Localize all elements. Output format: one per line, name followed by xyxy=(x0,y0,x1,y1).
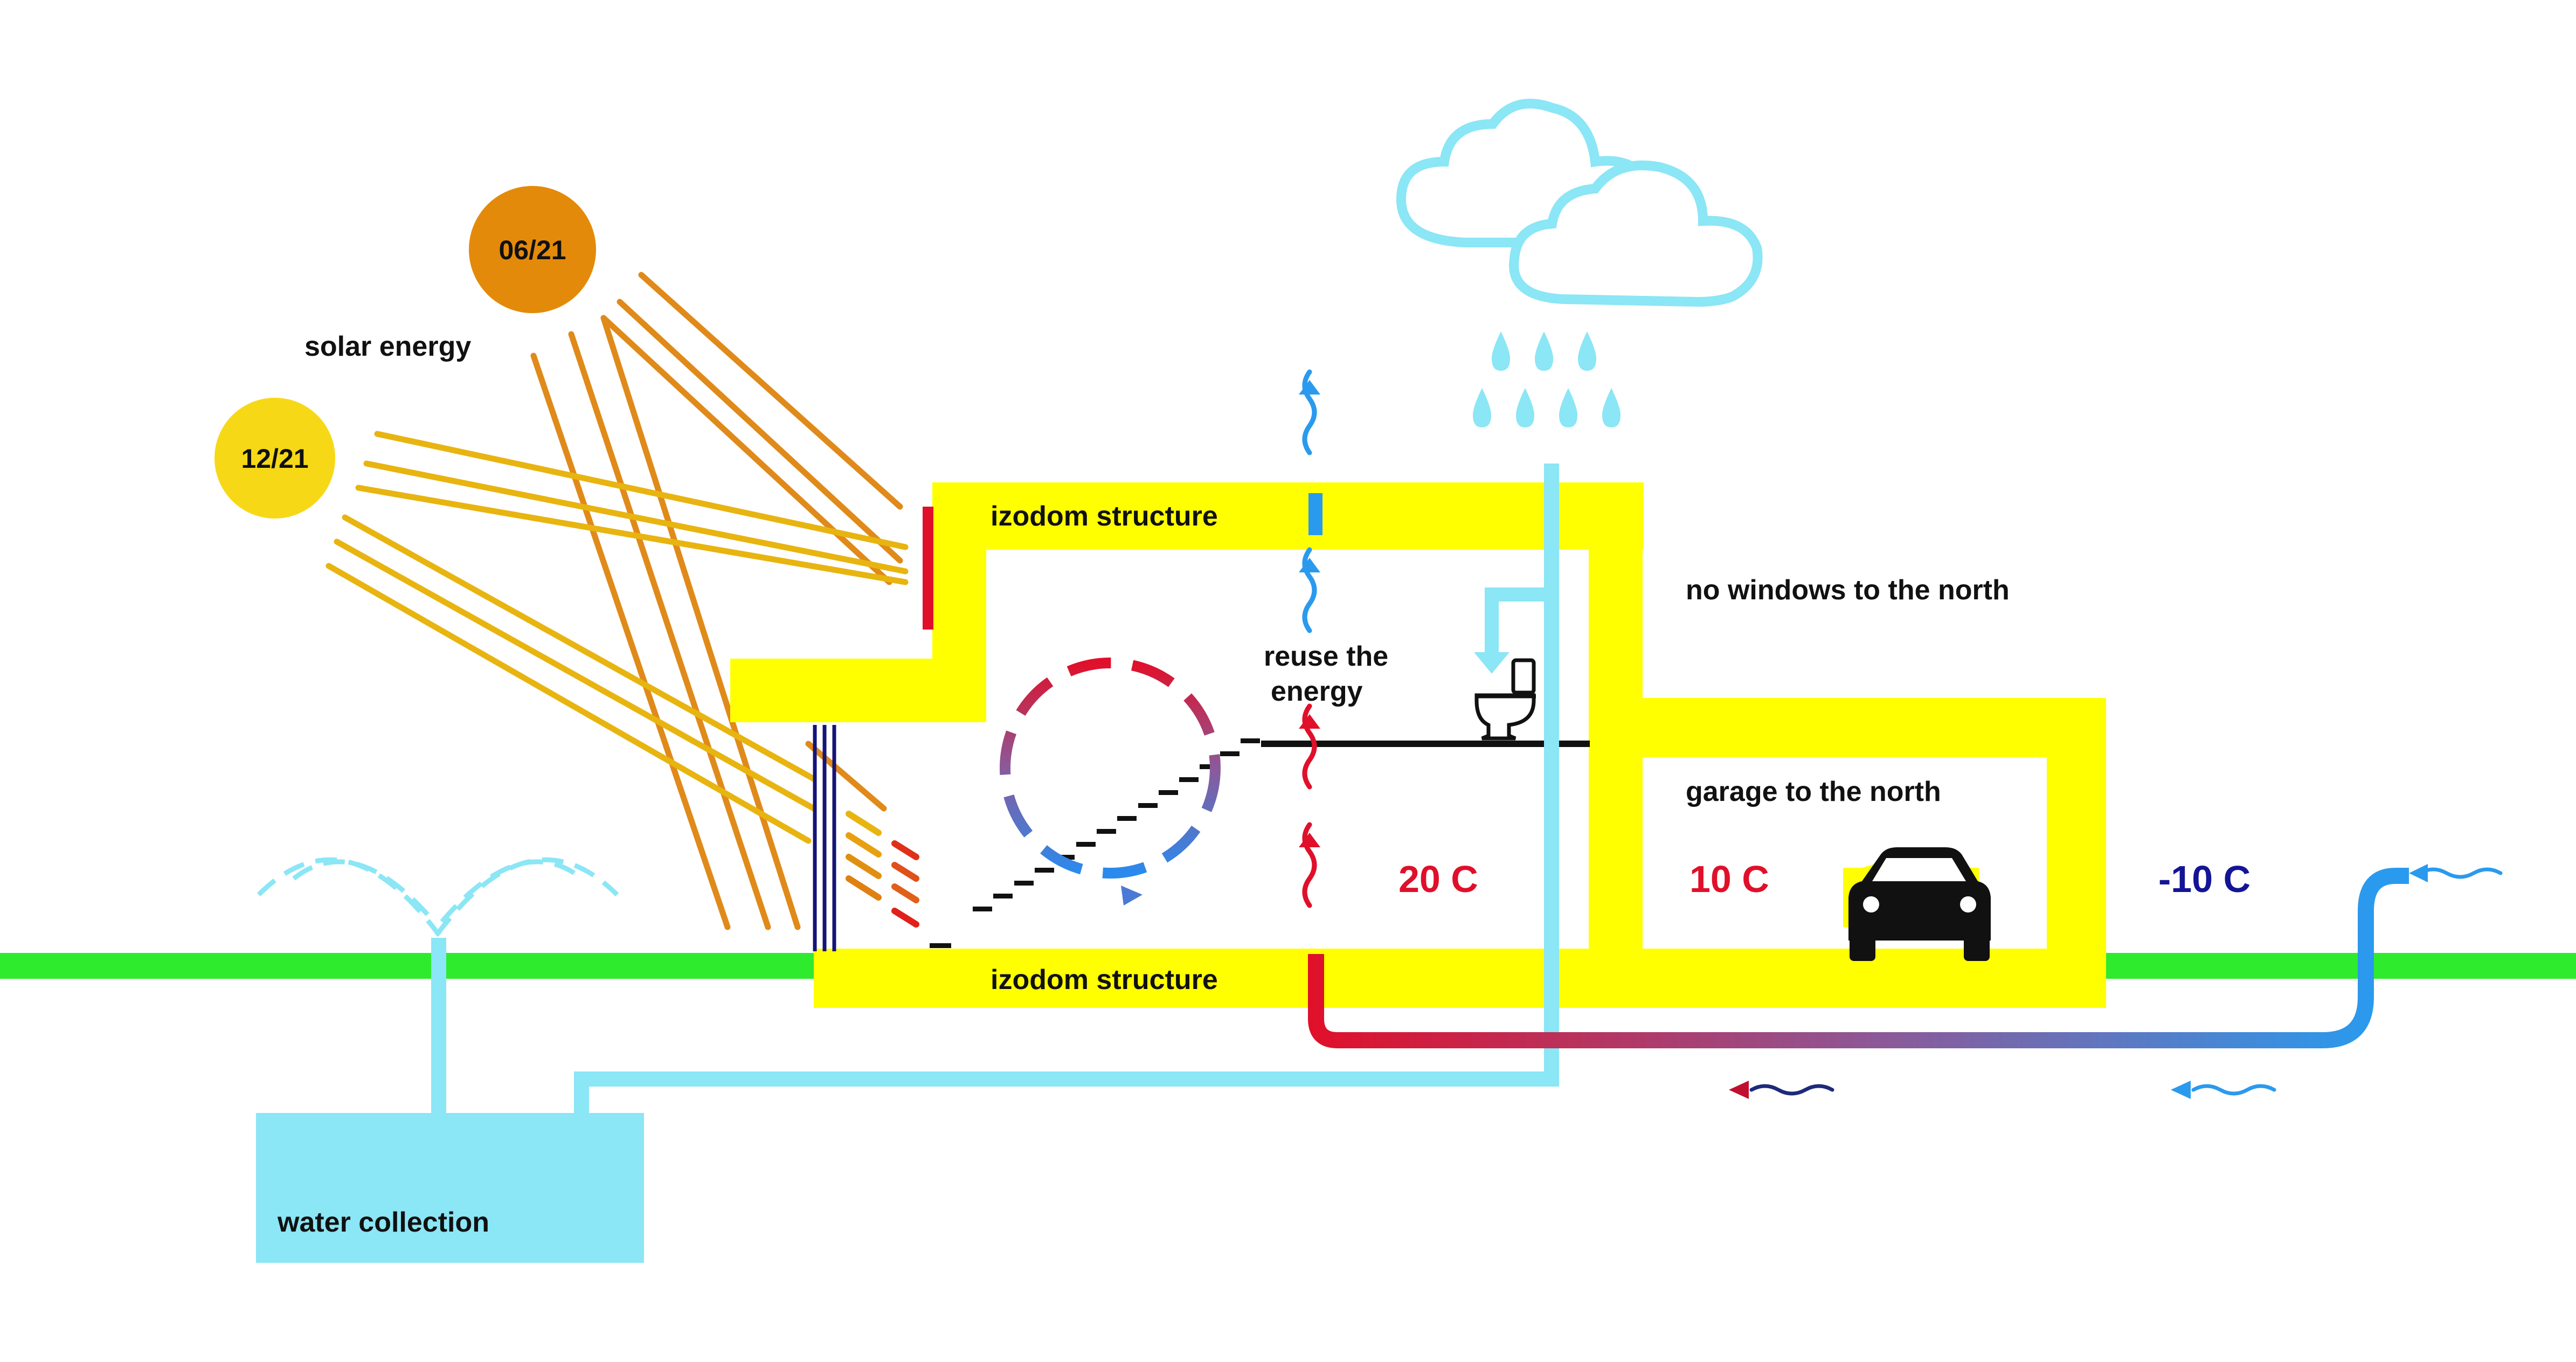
no-windows-label: no windows to the north xyxy=(1686,575,2010,606)
house-structure xyxy=(730,482,2106,1008)
cloud-icon xyxy=(1396,99,1763,307)
garage-label: garage to the north xyxy=(1686,776,1941,807)
ground-heat-exchanger-pipe xyxy=(1308,868,2409,1048)
summer-sun-label: 06/21 xyxy=(498,235,566,265)
car-icon xyxy=(1843,847,1991,961)
air-circulation-ring xyxy=(1000,658,1221,879)
summer-sun-rays xyxy=(530,272,903,930)
solar-energy-label: solar energy xyxy=(304,331,471,362)
intake-airflow-arrowheads xyxy=(1729,864,2428,1099)
air-circulation-arrowhead xyxy=(1121,886,1142,905)
south-window xyxy=(813,725,836,951)
toilet-icon xyxy=(1474,658,1536,741)
summer-sun: 06/21 xyxy=(469,186,596,313)
reuse-energy-label-line1: reuse the xyxy=(1264,641,1388,672)
solar-absorber-strip xyxy=(923,507,933,630)
rain-drops-icon xyxy=(1473,331,1621,427)
winter-sun-label: 12/21 xyxy=(241,444,308,474)
water-collection-tank xyxy=(256,1113,644,1263)
rising-air-arrowheads xyxy=(1299,380,1320,847)
winter-sun-rays xyxy=(326,431,909,844)
inside-temperature: 20 C xyxy=(1398,858,1478,900)
water-collection-label: water collection xyxy=(277,1207,489,1238)
sprinkler-icon xyxy=(257,857,619,937)
outside-temperature: -10 C xyxy=(2158,858,2250,900)
intake-airflow-arrows xyxy=(1749,867,2503,1096)
absorbed-rays xyxy=(846,811,919,928)
winter-sun: 12/21 xyxy=(214,398,335,518)
roof-structure-label: izodom structure xyxy=(991,501,1218,532)
upper-floor-slab xyxy=(1261,741,1590,747)
roof-vent xyxy=(1308,493,1322,535)
reuse-energy-label-line2: energy xyxy=(1271,676,1363,707)
garage-temperature: 10 C xyxy=(1689,858,1769,900)
floor-structure-label: izodom structure xyxy=(991,964,1218,995)
sprinkler-pipe xyxy=(431,938,446,1118)
rainwater-pipe xyxy=(574,464,1559,1115)
rising-warm-air xyxy=(1302,369,1317,908)
